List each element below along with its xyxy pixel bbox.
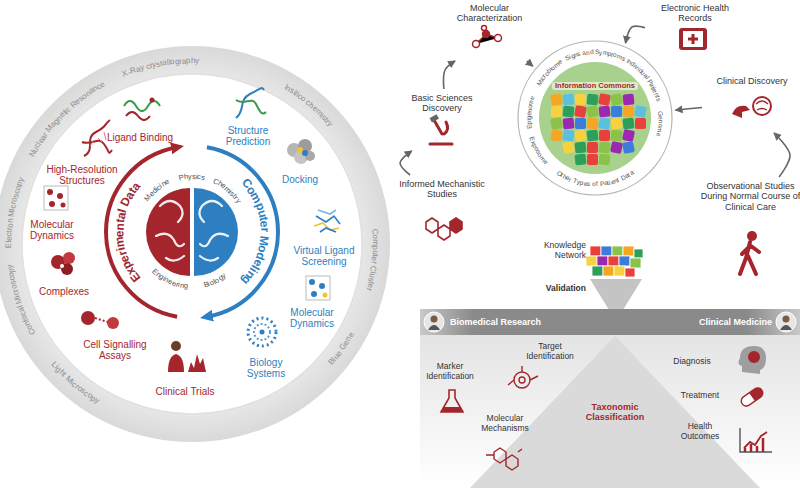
glyph: o bbox=[5, 223, 15, 228]
item-label: Clinical Trials bbox=[156, 386, 215, 398]
glyph: e bbox=[4, 236, 13, 241]
item-label: Molecular Mechanisms bbox=[473, 414, 537, 434]
glyph: f bbox=[596, 180, 598, 188]
glyph: h bbox=[184, 173, 189, 182]
glyph: s bbox=[192, 173, 196, 182]
glyph: e bbox=[657, 116, 664, 120]
item-label: Docking bbox=[282, 174, 318, 186]
glyph: S bbox=[595, 48, 600, 56]
node-title: Informed Mechanistic Studies bbox=[395, 179, 489, 200]
validation-funnel: Validation bbox=[522, 283, 586, 299]
glyph: g bbox=[183, 282, 188, 291]
node-title: Validation bbox=[522, 284, 586, 294]
item-label: Molecular Dynamics bbox=[282, 307, 342, 330]
flow-arrow bbox=[527, 61, 533, 66]
brain-ring: Experimental DataComputer ModelingMedici… bbox=[102, 142, 282, 322]
item-label: Marker Identification bbox=[419, 362, 481, 382]
glyph: e bbox=[256, 220, 270, 228]
glyph: p bbox=[525, 120, 533, 124]
glyph bbox=[593, 48, 595, 55]
flow-arrow bbox=[676, 107, 702, 110]
flow-arrow bbox=[626, 26, 645, 43]
glyph: d bbox=[589, 48, 593, 56]
source-item: Molecular Characterization bbox=[440, 2, 539, 58]
glyph: n bbox=[586, 48, 590, 56]
item-label: Ligand Binding bbox=[107, 132, 173, 144]
glyph: s bbox=[200, 174, 205, 183]
glyph: n bbox=[113, 222, 127, 230]
glyph: p bbox=[186, 56, 191, 65]
source-item: Observational Studies During Normal Cour… bbox=[700, 180, 800, 290]
item-label: Health Outcomes bbox=[673, 422, 728, 442]
item-label: Structure Prediction bbox=[218, 125, 278, 148]
source-item: Electronic Health Records bbox=[648, 2, 742, 58]
domain-band: Biomedical Research Clinical Medicine bbox=[420, 309, 800, 335]
glyph: h bbox=[191, 56, 196, 65]
item-label: Target Identification bbox=[519, 342, 581, 362]
item-label: Treatment bbox=[681, 391, 719, 401]
node-title: Observational Studies During Normal Cour… bbox=[700, 181, 800, 212]
glyph: g bbox=[525, 116, 532, 120]
glyph: e bbox=[113, 230, 127, 237]
right-icons bbox=[420, 26, 800, 488]
glyph: m bbox=[370, 239, 379, 246]
glyph: C bbox=[370, 228, 380, 234]
item-label: Biology Systems bbox=[241, 357, 291, 380]
glyph: u bbox=[370, 250, 379, 255]
circle-outline bbox=[517, 40, 673, 196]
glyph: r bbox=[369, 261, 378, 265]
glyph: y bbox=[188, 173, 192, 182]
knowledge-network: Knowledge Network bbox=[518, 240, 586, 268]
flow-arrow bbox=[444, 61, 455, 89]
item-label: High-Resolution Structures bbox=[37, 164, 127, 187]
node-title: Molecular Characterization bbox=[440, 3, 539, 24]
source-item: Clinical Discovery bbox=[705, 75, 799, 130]
node-title: Knowledge Network bbox=[518, 241, 586, 261]
glyph: G bbox=[657, 111, 665, 117]
glyph: n bbox=[657, 120, 665, 124]
node-title: Information Commons bbox=[552, 82, 638, 91]
node-title: Biomedical Research bbox=[450, 309, 541, 335]
glyph: r bbox=[257, 227, 271, 232]
glyph: o bbox=[592, 180, 596, 188]
node-text: Clinical Medicine bbox=[699, 309, 772, 335]
information-commons-circle: Information CommonsMicrobiomeSigns and S… bbox=[517, 40, 673, 196]
item-label: Complexes bbox=[39, 286, 89, 298]
flow-arrow bbox=[400, 151, 412, 175]
item-label: Diagnosis bbox=[673, 357, 710, 367]
item-label: Molecular Dynamics bbox=[22, 219, 82, 242]
source-item: Informed Mechanistic Studies bbox=[395, 178, 489, 248]
glyph: o bbox=[370, 234, 379, 239]
item-label: Virtual Ligand Screening bbox=[287, 245, 362, 268]
item-label: Taxonomic Classification bbox=[580, 402, 650, 423]
node-title: Clinical Discovery bbox=[705, 76, 799, 86]
glyph: t bbox=[5, 230, 14, 233]
left-icons bbox=[44, 88, 340, 372]
node-title: Basic Sciences Discovery bbox=[395, 93, 489, 114]
glyph: p bbox=[370, 245, 379, 250]
glyph: E bbox=[526, 124, 534, 129]
glyph: y bbox=[6, 264, 16, 269]
item-label: Cell Signalling Assays bbox=[75, 339, 155, 362]
glyph: E bbox=[4, 243, 13, 248]
node-title: Electronic Health Records bbox=[648, 3, 742, 24]
source-item: Basic Sciences Discovery bbox=[395, 92, 489, 148]
glyph: g bbox=[174, 57, 179, 67]
flow-arrow bbox=[774, 133, 790, 177]
left-disc bbox=[0, 46, 390, 442]
glyph: y bbox=[195, 56, 199, 65]
glyph: a bbox=[182, 56, 187, 65]
glyph: c bbox=[5, 232, 14, 236]
